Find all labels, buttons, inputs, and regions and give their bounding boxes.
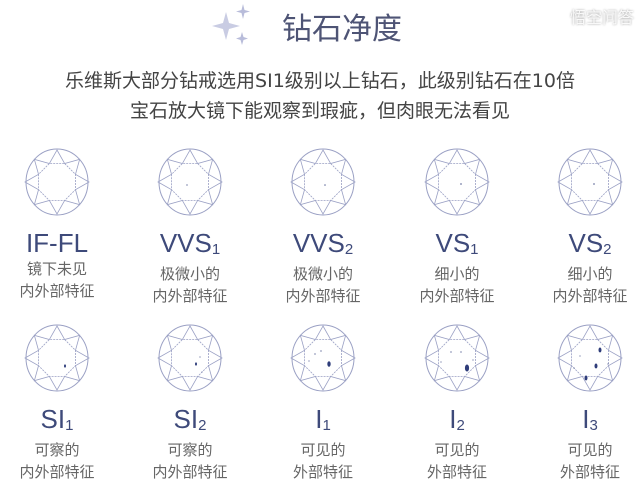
- grade-desc-1: 可见的: [434, 441, 480, 459]
- clarity-grade-6: SI2 可察的内外部特征: [124, 324, 256, 483]
- grade-subscript: 1: [470, 241, 479, 258]
- diamond-clarity-icon: [424, 324, 490, 392]
- grade-desc-2: 外部特征: [559, 463, 620, 481]
- grade-label: VS2: [524, 228, 640, 263]
- grade-main: VVS: [292, 228, 345, 258]
- clarity-grade-9: I3 可见的外部特征: [524, 324, 640, 483]
- grade-subscript: 2: [198, 417, 207, 434]
- intro-line-1: 乐维斯大部分钻戒选用SI1级别以上钻石，此级别钻石在10倍: [65, 70, 575, 92]
- diamond-clarity-icon: [24, 148, 90, 216]
- diamond-clarity-icon: [424, 148, 490, 216]
- grade-main: I: [315, 404, 323, 434]
- grade-desc-1: 可见的: [300, 441, 346, 459]
- grade-desc-1: 可察的: [167, 441, 213, 459]
- grade-subscript: 3: [589, 417, 598, 434]
- diamond-clarity-icon: [290, 324, 356, 392]
- diamond-clarity-icon: [557, 148, 623, 216]
- grade-desc-1: 可见的: [567, 441, 613, 459]
- grade-subscript: 2: [344, 241, 354, 258]
- diamond-clarity-icon: [557, 324, 623, 392]
- grade-label: VS1: [391, 228, 523, 263]
- diamond-clarity-icon: [24, 324, 90, 392]
- grade-label: I1: [257, 404, 389, 439]
- clarity-grade-3: VS1 细小的内外部特征: [391, 148, 523, 307]
- grade-main: I: [582, 404, 590, 434]
- grade-subscript: 1: [322, 417, 331, 434]
- grade-desc-2: 内外部特征: [552, 287, 628, 305]
- grade-label: SI1: [0, 404, 123, 439]
- grade-desc-2: 内外部特征: [285, 287, 361, 305]
- diamond-clarity-icon: [290, 148, 356, 216]
- grade-label: SI2: [124, 404, 256, 439]
- grade-main: VS: [435, 228, 471, 258]
- grade-desc-2: 内外部特征: [19, 463, 95, 481]
- grade-desc-2: 内外部特征: [152, 463, 228, 481]
- intro-text: 乐维斯大部分钻戒选用SI1级别以上钻石，此级别钻石在10倍 宝石放大镜下能观察到…: [0, 66, 640, 126]
- clarity-grade-0: IF-FL 镜下未见内外部特征: [0, 148, 123, 302]
- diamond-clarity-icon: [157, 324, 223, 392]
- diamond-clarity-icon: [157, 148, 223, 216]
- grade-main: SI: [173, 404, 199, 434]
- grade-label: IF-FL: [0, 228, 123, 258]
- grade-desc-2: 内外部特征: [19, 282, 95, 300]
- grade-desc-1: 可察的: [34, 441, 80, 459]
- sparkle-icon: [212, 4, 250, 45]
- grade-desc-2: 内外部特征: [419, 287, 495, 305]
- grade-subscript: 1: [211, 241, 221, 258]
- clarity-grade-1: VVS1 极微小的内外部特征: [124, 148, 256, 307]
- grade-desc-2: 外部特征: [292, 463, 353, 481]
- clarity-grade-8: I2 可见的外部特征: [391, 324, 523, 483]
- grade-main: IF-FL: [25, 228, 89, 258]
- clarity-grade-4: VS2 细小的内外部特征: [524, 148, 640, 307]
- grade-label: I2: [391, 404, 523, 439]
- clarity-grade-7: I1 可见的外部特征: [257, 324, 389, 483]
- intro-line-2: 宝石放大镜下能观察到瑕疵，但肉眼无法看见: [129, 100, 510, 122]
- grade-desc-2: 内外部特征: [152, 287, 228, 305]
- page-title: 钻石净度: [282, 12, 402, 47]
- grade-desc-1: 镜下未见: [26, 260, 87, 278]
- grade-subscript: 2: [456, 417, 465, 434]
- grade-subscript: 1: [65, 417, 74, 434]
- grade-desc-1: 极微小的: [292, 265, 353, 283]
- clarity-grade-5: SI1 可察的内外部特征: [0, 324, 123, 483]
- grade-main: SI: [40, 404, 66, 434]
- grade-subscript: 2: [603, 241, 612, 258]
- watermark: 悟空问答: [569, 8, 634, 27]
- clarity-grade-2: VVS2 极微小的内外部特征: [257, 148, 389, 307]
- grade-label: VVS1: [124, 228, 256, 263]
- grade-main: I: [449, 404, 457, 434]
- grade-label: VVS2: [257, 228, 389, 263]
- grade-desc-2: 外部特征: [426, 463, 487, 481]
- grade-main: VS: [568, 228, 604, 258]
- grade-label: I3: [524, 404, 640, 439]
- grade-desc-1: 细小的: [434, 265, 480, 283]
- grade-desc-1: 细小的: [567, 265, 613, 283]
- grade-desc-1: 极微小的: [159, 265, 220, 283]
- grade-main: VVS: [159, 228, 212, 258]
